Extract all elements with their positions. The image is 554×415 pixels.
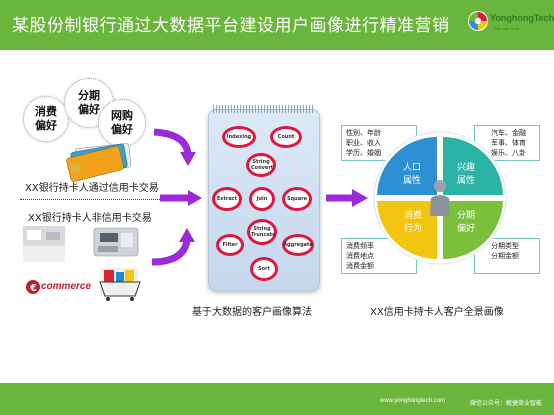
- noncard-transaction-caption: XX银行持卡人非信用卡交易: [28, 213, 152, 224]
- quadrant-installment: [443, 201, 503, 260]
- quadrant-demographics: [377, 136, 437, 195]
- yonghong-logo-icon: [468, 11, 488, 31]
- algorithm-caption: 基于大数据的客户画像算法: [192, 307, 312, 318]
- divider: [20, 199, 170, 200]
- footer-bar: [0, 383, 554, 415]
- footer-url[interactable]: www.yonghongtech.com: [380, 398, 446, 404]
- info-box-installment: 分期类型 分期金额: [474, 238, 540, 274]
- pos-terminal-photo: [93, 227, 139, 257]
- bubble-online-shopping-pref: 网购偏好: [98, 99, 146, 147]
- footer-wechat: 微信公众号：敏捷商业智能: [470, 400, 543, 407]
- card-transaction-caption: XX银行持卡人通过信用卡交易: [25, 183, 159, 194]
- node-indexing: Indexing: [222, 126, 256, 148]
- arrow-top: [153, 128, 192, 155]
- node-string-truncate: String Truncate: [247, 219, 277, 245]
- node-aggregate: Aggregate: [282, 234, 314, 256]
- logo-slogan: Talk with Data: [494, 26, 519, 31]
- node-extract: Extract: [212, 187, 242, 211]
- quadrant-label-interests: 兴趣属性: [457, 163, 476, 186]
- header-bar: [0, 0, 554, 50]
- credit-cards-icon: [66, 143, 132, 182]
- node-count: Count: [270, 126, 302, 148]
- quadrant-consumption: [377, 201, 437, 259]
- quadrant-label-installment: 分期偏好: [457, 211, 476, 234]
- profile-caption: XX信用卡持卡人客户全景画像: [370, 307, 504, 318]
- shopping-cart-icon: [99, 268, 141, 301]
- bubble-consumption-pref: 消费偏好: [23, 96, 69, 142]
- quadrant-label-consumption: 消费行为: [404, 211, 423, 234]
- quadrant-interests: [443, 136, 503, 195]
- arrow-bottom: [151, 239, 191, 266]
- kitchen-photo: [23, 226, 65, 262]
- node-string-convert: String Convert: [246, 153, 276, 177]
- arrow-bottom-head: [179, 228, 195, 242]
- node-square: Square: [282, 187, 312, 211]
- arrow-middle-head: [188, 190, 202, 206]
- logo-name: YonghongTech: [490, 13, 554, 23]
- node-join: Join: [249, 187, 275, 211]
- ecommerce-label: commerce: [41, 281, 92, 292]
- node-filter: Filter: [216, 234, 244, 256]
- panel-ruler: [213, 105, 315, 113]
- ecommerce-badge: €: [22, 276, 82, 298]
- arrow-right-head: [352, 189, 368, 207]
- arrow-top-head: [180, 152, 196, 166]
- node-sort: Sort: [250, 257, 278, 281]
- person-icon: [430, 180, 450, 216]
- svg-text:€: €: [29, 283, 37, 294]
- page-title: 某股份制银行通过大数据平台建设用户画像进行精准营销: [12, 16, 450, 36]
- quadrant-label-demographics: 人口属性: [403, 163, 422, 186]
